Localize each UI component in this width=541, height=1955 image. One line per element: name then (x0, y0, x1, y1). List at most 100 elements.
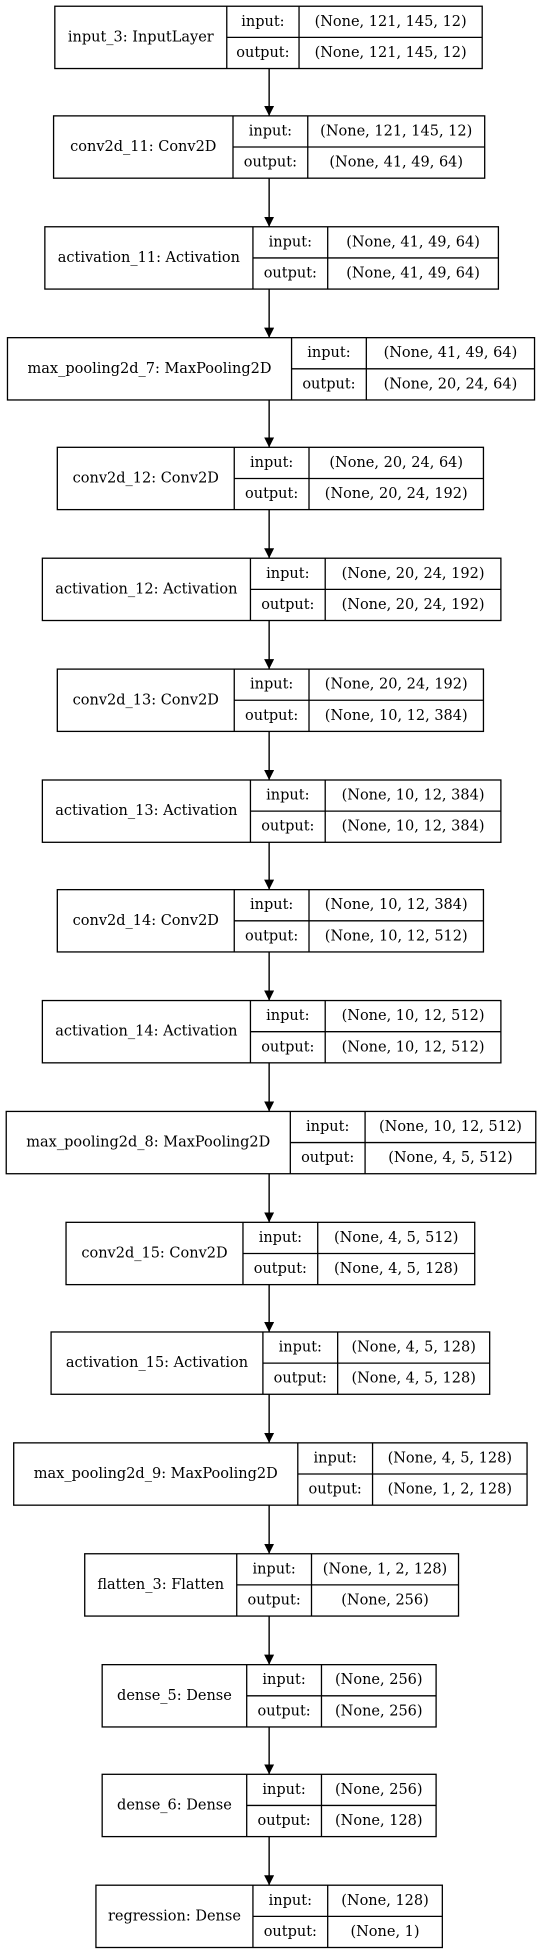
layer-node: max_pooling2d_7: MaxPooling2D input: outpu… (6, 337, 536, 401)
layer-node: conv2d_15: Conv2D input: output: (None, 4, … (65, 1221, 476, 1286)
input-shape: (None, 4, 5, 128) (388, 1450, 512, 1466)
layer-name: max_pooling2d_7: MaxPooling2D (28, 361, 272, 377)
input-shape: (None, 10, 12, 384) (342, 788, 485, 804)
layer-name: activation_11: Activation (58, 250, 240, 266)
input-label: input: (262, 1672, 305, 1688)
output-shape: (None, 10, 12, 384) (325, 708, 468, 724)
layer-name: activation_12: Activation (55, 581, 237, 597)
output-shape: (None, 10, 12, 512) (342, 1039, 485, 1055)
output-label: output: (244, 155, 297, 171)
input-label: input: (307, 345, 350, 361)
input-shape: (None, 41, 49, 64) (384, 345, 518, 361)
input-label: input: (266, 788, 309, 804)
layer-name: activation_15: Activation (66, 1355, 248, 1371)
input-shape: (None, 41, 49, 64) (346, 234, 480, 250)
output-shape: (None, 41, 49, 64) (329, 155, 463, 171)
input-label: input: (250, 897, 293, 913)
output-shape: (None, 256) (335, 1703, 423, 1719)
layer-node: activation_11: Activation input: output: (N… (44, 226, 500, 290)
layer-name: flatten_3: Flatten (97, 1577, 224, 1593)
input-shape: (None, 10, 12, 384) (325, 897, 468, 913)
input-shape: (None, 256) (335, 1672, 423, 1688)
layer-name: conv2d_12: Conv2D (73, 470, 219, 486)
layer-node: flatten_3: Flatten input: output: (None, 1,… (84, 1553, 460, 1617)
layer-name: max_pooling2d_9: MaxPooling2D (34, 1466, 278, 1482)
layer-node: activation_12: Activation input: output: (N… (41, 557, 502, 622)
layer-name: activation_13: Activation (55, 803, 237, 819)
input-label: input: (269, 1893, 312, 1909)
output-shape: (None, 128) (335, 1813, 423, 1829)
layer-node: max_pooling2d_9: MaxPooling2D input: outpu… (13, 1442, 528, 1506)
output-shape: (None, 10, 12, 512) (325, 928, 468, 944)
input-shape: (None, 256) (335, 1782, 423, 1798)
layer-name: regression: Dense (108, 1908, 241, 1924)
layer-node: dense_5: Dense input: output: (None, 256) (N… (101, 1664, 437, 1728)
output-label: output: (261, 819, 314, 835)
output-label: output: (261, 597, 314, 613)
output-shape: (None, 20, 24, 192) (342, 597, 485, 613)
input-label: input: (249, 123, 292, 139)
output-label: output: (264, 265, 317, 281)
input-shape: (None, 20, 24, 64) (329, 455, 463, 471)
input-shape: (None, 20, 24, 192) (342, 566, 485, 582)
output-shape: (None, 4, 5, 512) (388, 1150, 512, 1166)
layer-name: conv2d_14: Conv2D (73, 913, 219, 929)
output-label: output: (274, 1371, 327, 1387)
output-shape: (None, 256) (341, 1592, 429, 1608)
layer-node: activation_13: Activation input: output: (N… (41, 779, 502, 843)
layer-node: activation_15: Activation input: output: (N… (50, 1331, 491, 1395)
output-shape: (None, 20, 24, 192) (325, 486, 468, 502)
output-label: output: (261, 1039, 314, 1055)
input-label: input: (279, 1340, 322, 1356)
layer-node: conv2d_14: Conv2D input: output: (None, 10,… (56, 888, 485, 953)
layer-name: dense_5: Dense (117, 1688, 232, 1704)
input-label: input: (262, 1782, 305, 1798)
output-label: output: (245, 708, 298, 724)
output-label: output: (257, 1703, 310, 1719)
output-label: output: (236, 45, 289, 61)
layer-node: conv2d_11: Conv2D input: output: (None, 121… (52, 115, 486, 179)
layer-name: activation_14: Activation (55, 1024, 237, 1040)
output-shape: (None, 20, 24, 64) (384, 376, 518, 392)
input-label: input: (269, 234, 312, 250)
input-label: input: (266, 1008, 309, 1024)
output-label: output: (254, 1261, 307, 1277)
input-shape: (None, 20, 24, 192) (325, 677, 468, 693)
layer-name: dense_6: Dense (117, 1797, 232, 1813)
output-shape: (None, 121, 145, 12) (315, 45, 467, 61)
layer-node: max_pooling2d_8: MaxPooling2D input: outpu… (5, 1110, 537, 1175)
input-shape: (None, 4, 5, 128) (351, 1340, 475, 1356)
output-label: output: (264, 1924, 317, 1940)
input-shape: (None, 128) (341, 1893, 429, 1909)
input-label: input: (259, 1230, 302, 1246)
output-label: output: (245, 928, 298, 944)
output-shape: (None, 1) (350, 1924, 419, 1940)
input-label: input: (250, 677, 293, 693)
output-label: output: (309, 1482, 362, 1498)
input-shape: (None, 10, 12, 512) (379, 1119, 522, 1135)
input-label: input: (306, 1119, 349, 1135)
layer-name: conv2d_15: Conv2D (81, 1245, 227, 1261)
layer-node: activation_14: Activation input: output: (N… (41, 999, 502, 1064)
input-label: input: (250, 455, 293, 471)
input-label: input: (241, 14, 284, 30)
input-shape: (None, 10, 12, 512) (342, 1008, 485, 1024)
output-label: output: (302, 376, 355, 392)
input-label: input: (266, 566, 309, 582)
input-shape: (None, 4, 5, 512) (334, 1230, 458, 1246)
layer-name: conv2d_11: Conv2D (70, 139, 216, 155)
output-shape: (None, 10, 12, 384) (342, 819, 485, 835)
input-label: input: (252, 1561, 295, 1577)
output-label: output: (301, 1150, 354, 1166)
layer-name: max_pooling2d_8: MaxPooling2D (26, 1135, 270, 1151)
output-shape: (None, 1, 2, 128) (388, 1482, 512, 1498)
input-label: input: (314, 1450, 357, 1466)
input-shape: (None, 1, 2, 128) (323, 1561, 447, 1577)
output-label: output: (245, 486, 298, 502)
output-label: output: (248, 1592, 301, 1608)
input-shape: (None, 121, 145, 12) (320, 123, 472, 139)
